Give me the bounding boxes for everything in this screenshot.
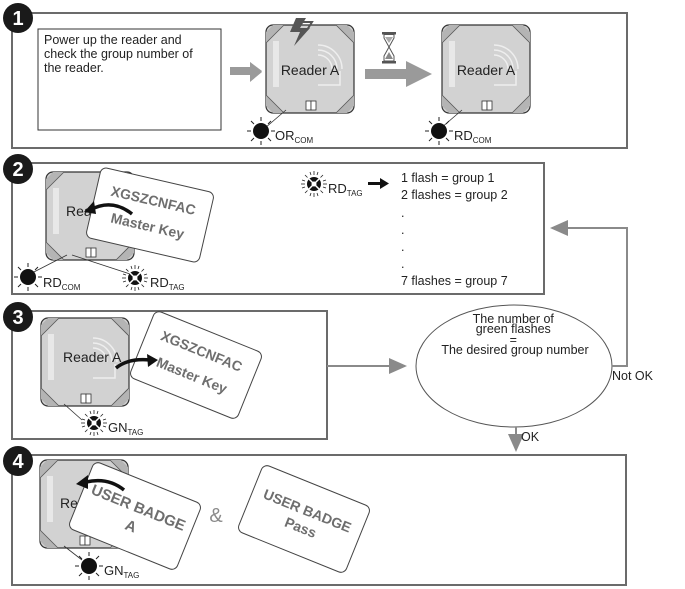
step-number: 4 [12,451,24,473]
led-indicator-red [13,262,43,292]
decision-text: The number of green flashes = The desire… [441,312,588,357]
led-label: ORCOM [275,128,314,145]
reader-label: Reader A [457,62,516,78]
reader-device: Reader A [40,317,130,407]
arrow-right-icon [380,178,389,189]
instruction-text: Power up the reader and check the group … [44,33,196,75]
arrow-shaft [365,69,407,79]
step-3-frame [11,310,328,440]
step-1-frame [11,12,628,149]
step-number: 2 [12,159,23,181]
instruction-line: Power up the reader and [44,33,182,47]
reader-device: Reader A [441,24,531,114]
reader-device: Re [39,459,129,549]
flash-row: 1 flash = group 1 [401,171,495,185]
user-badge-pass-card: USER BADGE Pass [238,465,370,573]
led-indicator-red [424,116,454,146]
user-badge-a-card: USER BADGE A [69,462,201,570]
curved-arrow-icon [114,357,151,370]
step-3: 3 Reader A XGSZCNFAC Master Key GNTAG [3,302,328,440]
arrow-right-icon [406,61,432,87]
step-4-frame [11,454,627,586]
flash-row: . [401,257,404,271]
arrow-shaft [230,67,250,75]
reader-device: Reader A [265,24,355,114]
step-number: 1 [12,8,23,30]
led-indicator-orange [246,116,276,146]
flash-row: . [401,240,404,254]
lightning-icon [290,18,310,46]
instruction-line: the reader. [44,61,104,75]
led-label: GNTAG [104,563,139,580]
flash-row: . [401,223,404,237]
flash-row: 2 flashes = group 2 [401,188,508,202]
flash-row: 7 flashes = group 7 [401,274,508,288]
step-4: 4 Re USER BADGE A & USER BADGE Pass GNTA… [3,446,627,586]
led-label: RDTAG [150,275,185,292]
step-number-badge [3,446,33,476]
not-ok-return-arrow [550,220,628,367]
arrow-head [250,62,262,80]
ampersand: & [209,505,223,527]
step-number-badge [3,154,33,184]
master-key-card: XGSZCNFAC Master Key [130,311,262,419]
reader-label: Rea [66,203,92,219]
reader-label: Reader A [281,62,340,78]
curved-arrow-icon [85,478,126,492]
led-indicator-flashing [300,170,328,198]
step-1: 1 Power up the reader and check the grou… [3,3,628,149]
led-label: RDCOM [454,128,492,145]
led-indicator-green [74,551,104,581]
step-number: 3 [12,307,23,329]
led-indicator-flashing [121,264,149,292]
reader-label: Reader A [63,349,122,365]
flash-table: 1 flash = group 1 2 flashes = group 2 . … [401,171,511,288]
led-label: GNTAG [108,420,143,437]
led-label: RDCOM [43,275,81,292]
instruction-box [37,28,222,131]
step-2: 2 Rea XGSZCNFAC Master Key RDCOM RDTAG R… [3,154,545,295]
hourglass-icon [382,32,396,64]
instruction-line: check the group number of [44,47,193,61]
step-number-badge [3,3,33,33]
master-key-card: XGSZCNFAC Master Key [86,167,214,263]
led-indicator-flashing [80,409,108,437]
reader-label: Re [60,495,78,511]
not-ok-label: Not OK [612,369,654,383]
flash-row: . [401,206,404,220]
step-2-frame [11,162,545,295]
ok-label: OK [521,430,540,444]
led-label: RDTAG [328,181,363,198]
arrow-shaft [368,182,382,185]
step-number-badge [3,302,33,332]
decision-flow: The number of green flashes = The desire… [327,220,654,452]
reader-device: Rea [45,171,135,261]
